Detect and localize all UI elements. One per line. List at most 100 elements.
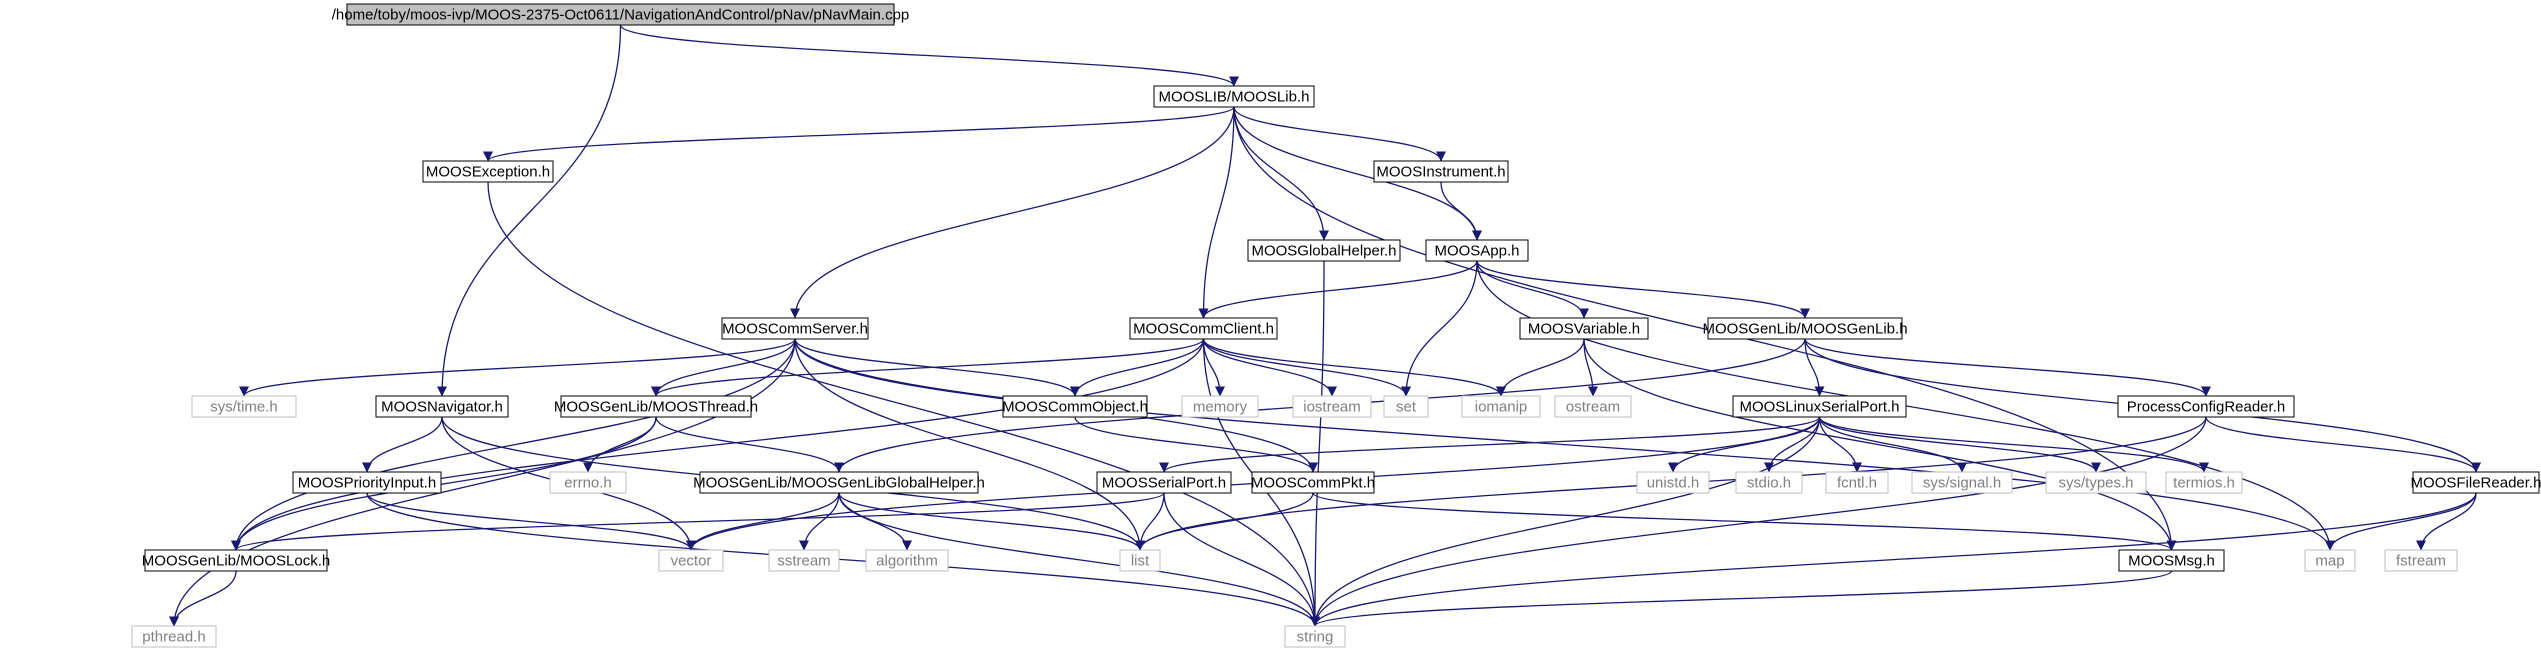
node-label-string: string — [1297, 629, 1334, 646]
edge-processconfigreader-to-moosfilereader — [2205, 416, 2481, 473]
edge-moosthread-to-moosgenlibglobalhelper — [655, 416, 844, 473]
node-box-mooslib — [1153, 85, 1315, 108]
edge-mooslinuxserialport-to-stdio — [1764, 416, 1821, 473]
node-processconfigreader[interactable]: ProcessConfigReader.h — [2117, 395, 2295, 418]
node-moosapp[interactable]: MOOSApp.h — [1425, 239, 1529, 262]
edge-pnavmain-to-moosnavigator — [437, 24, 622, 397]
node-label-moosglobalhelper: MOOSGlobalHelper.h — [1251, 243, 1396, 260]
edge-mooscommpkt-to-moosmsg — [1312, 492, 2177, 551]
node-moosserialport[interactable]: MOOSSerialPort.h — [1096, 471, 1232, 494]
edge-moosfilereader-to-string — [1310, 492, 2477, 627]
node-label-algorithm: algorithm — [876, 553, 938, 570]
node-box-unistd — [1636, 471, 1710, 494]
node-box-stdio — [1735, 471, 1803, 494]
node-string: string — [1284, 625, 1346, 648]
node-mooscommclient[interactable]: MOOSCommClient.h — [1129, 317, 1278, 340]
node-box-iostream — [1292, 395, 1372, 418]
node-sstream: sstream — [768, 549, 840, 572]
node-label-mooscommclient: MOOSCommClient.h — [1133, 321, 1274, 338]
node-box-list — [1119, 549, 1161, 572]
edge-mooslinuxserialport-to-fcntl — [1818, 416, 1862, 473]
node-label-memory: memory — [1193, 399, 1248, 416]
node-label-processconfigreader: ProcessConfigReader.h — [2127, 399, 2285, 416]
node-moosgenlibglobalhelper[interactable]: MOOSGenLib/MOOSGenLibGlobalHelper.h — [693, 471, 985, 494]
node-label-systypes: sys/types.h — [2058, 475, 2133, 492]
node-moosthread[interactable]: MOOSGenLib/MOOSThread.h — [554, 395, 758, 418]
edge-mooslib-to-moosexception — [483, 106, 1235, 162]
edge-mooslib-to-moosmsg — [1233, 106, 2177, 551]
edge-moosapp-to-moosgenlib — [1476, 260, 1810, 319]
edge-mooslinuxserialport-to-moosserialport — [1159, 416, 1821, 473]
node-moosnavigator[interactable]: MOOSNavigator.h — [375, 395, 509, 418]
edge-moosnavigator-to-moospriorityinput — [362, 416, 443, 473]
node-moosmsg[interactable]: MOOSMsg.h — [2118, 549, 2225, 572]
node-box-moosthread — [560, 395, 752, 418]
node-mooslock[interactable]: MOOSGenLib/MOOSLock.h — [142, 549, 330, 572]
nodes-layer: /home/toby/moos-ivp/MOOS-2375-Oct0611/Na… — [131, 3, 2541, 648]
edge-mooscommserver-to-mooslock — [231, 338, 796, 551]
node-box-sstream — [768, 549, 840, 572]
node-label-iomanip: iomanip — [1475, 399, 1528, 416]
node-box-string — [1284, 625, 1346, 648]
node-moosvariable[interactable]: MOOSVariable.h — [1519, 317, 1649, 340]
node-mooslib[interactable]: MOOSLIB/MOOSLib.h — [1153, 85, 1315, 108]
node-errno: errno.h — [549, 471, 627, 494]
node-box-memory — [1181, 395, 1259, 418]
edge-mooscommserver-to-list — [794, 338, 1145, 551]
node-syssignal: sys/signal.h — [1911, 471, 2013, 494]
node-label-syssignal: sys/signal.h — [1923, 475, 2001, 492]
node-moosinstrument[interactable]: MOOSInstrument.h — [1373, 160, 1509, 183]
node-label-pthread: pthread.h — [142, 629, 205, 646]
node-mooscommpkt[interactable]: MOOSCommPkt.h — [1251, 471, 1375, 494]
node-pnavmain[interactable]: /home/toby/moos-ivp/MOOS-2375-Oct0611/Na… — [332, 3, 910, 26]
edge-mooscommclient-to-mooscommobject — [1070, 338, 1205, 397]
node-box-vector — [658, 549, 724, 572]
node-label-unistd: unistd.h — [1647, 475, 1700, 492]
node-moosglobalhelper[interactable]: MOOSGlobalHelper.h — [1247, 239, 1401, 262]
node-box-moospriorityinput — [292, 471, 442, 494]
node-box-mooslock — [144, 549, 328, 572]
node-label-moospriorityinput: MOOSPriorityInput.h — [298, 475, 436, 492]
node-mooscommobject[interactable]: MOOSCommObject.h — [1002, 395, 1148, 418]
edge-mooscommclient-to-iomanip — [1202, 338, 1506, 397]
node-fcntl: fcntl.h — [1825, 471, 1889, 494]
edge-moosglobalhelper-to-string — [1310, 260, 1325, 627]
node-box-algorithm — [865, 549, 949, 572]
node-label-mooslock: MOOSGenLib/MOOSLock.h — [142, 553, 330, 570]
node-box-mooscommserver — [721, 317, 869, 340]
node-box-mooscommpkt — [1251, 471, 1375, 494]
node-termios: termios.h — [2165, 471, 2243, 494]
edge-moosgenlib-to-mooslinuxserialport — [1804, 338, 1825, 397]
node-memory: memory — [1181, 395, 1259, 418]
node-box-moosapp — [1425, 239, 1529, 262]
node-systime: sys/time.h — [191, 395, 297, 418]
edge-moosgenlibglobalhelper-to-string — [838, 492, 1320, 627]
node-box-moosmsg — [2118, 549, 2225, 572]
node-label-fstream: fstream — [2396, 553, 2446, 570]
node-label-iostream: iostream — [1303, 399, 1361, 416]
node-mooscommserver[interactable]: MOOSCommServer.h — [721, 317, 869, 340]
edge-moosfilereader-to-fstream — [2416, 492, 2477, 551]
node-box-pthread — [131, 625, 217, 648]
node-moospriorityinput[interactable]: MOOSPriorityInput.h — [292, 471, 442, 494]
node-mooslinuxserialport[interactable]: MOOSLinuxSerialPort.h — [1732, 395, 1907, 418]
node-box-moosvariable — [1519, 317, 1649, 340]
edge-moosmsg-to-string — [1310, 570, 2173, 627]
node-ostream: ostream — [1554, 395, 1632, 418]
node-label-set: set — [1396, 399, 1417, 416]
node-box-moosfilereader — [2412, 471, 2540, 494]
node-label-termios: termios.h — [2173, 475, 2235, 492]
node-moosexception[interactable]: MOOSException.h — [422, 160, 554, 183]
edge-mooslib-to-moosglobalhelper — [1233, 106, 1329, 241]
edge-mooscommpkt-to-list — [1135, 492, 1314, 551]
edge-moosgenlibglobalhelper-to-vector — [686, 492, 840, 551]
edge-moospriorityinput-to-string — [366, 492, 1320, 627]
node-box-moosexception — [422, 160, 554, 183]
node-box-errno — [549, 471, 627, 494]
node-label-moosinstrument: MOOSInstrument.h — [1376, 164, 1505, 181]
node-moosfilereader[interactable]: MOOSFileReader.h — [2411, 471, 2541, 494]
node-set: set — [1383, 395, 1429, 418]
node-moosgenlib[interactable]: MOOSGenLib/MOOSGenLib.h — [1702, 317, 1908, 340]
edge-mooslib-to-mooscommclient — [1198, 106, 1235, 319]
node-label-list: list — [1131, 553, 1150, 570]
